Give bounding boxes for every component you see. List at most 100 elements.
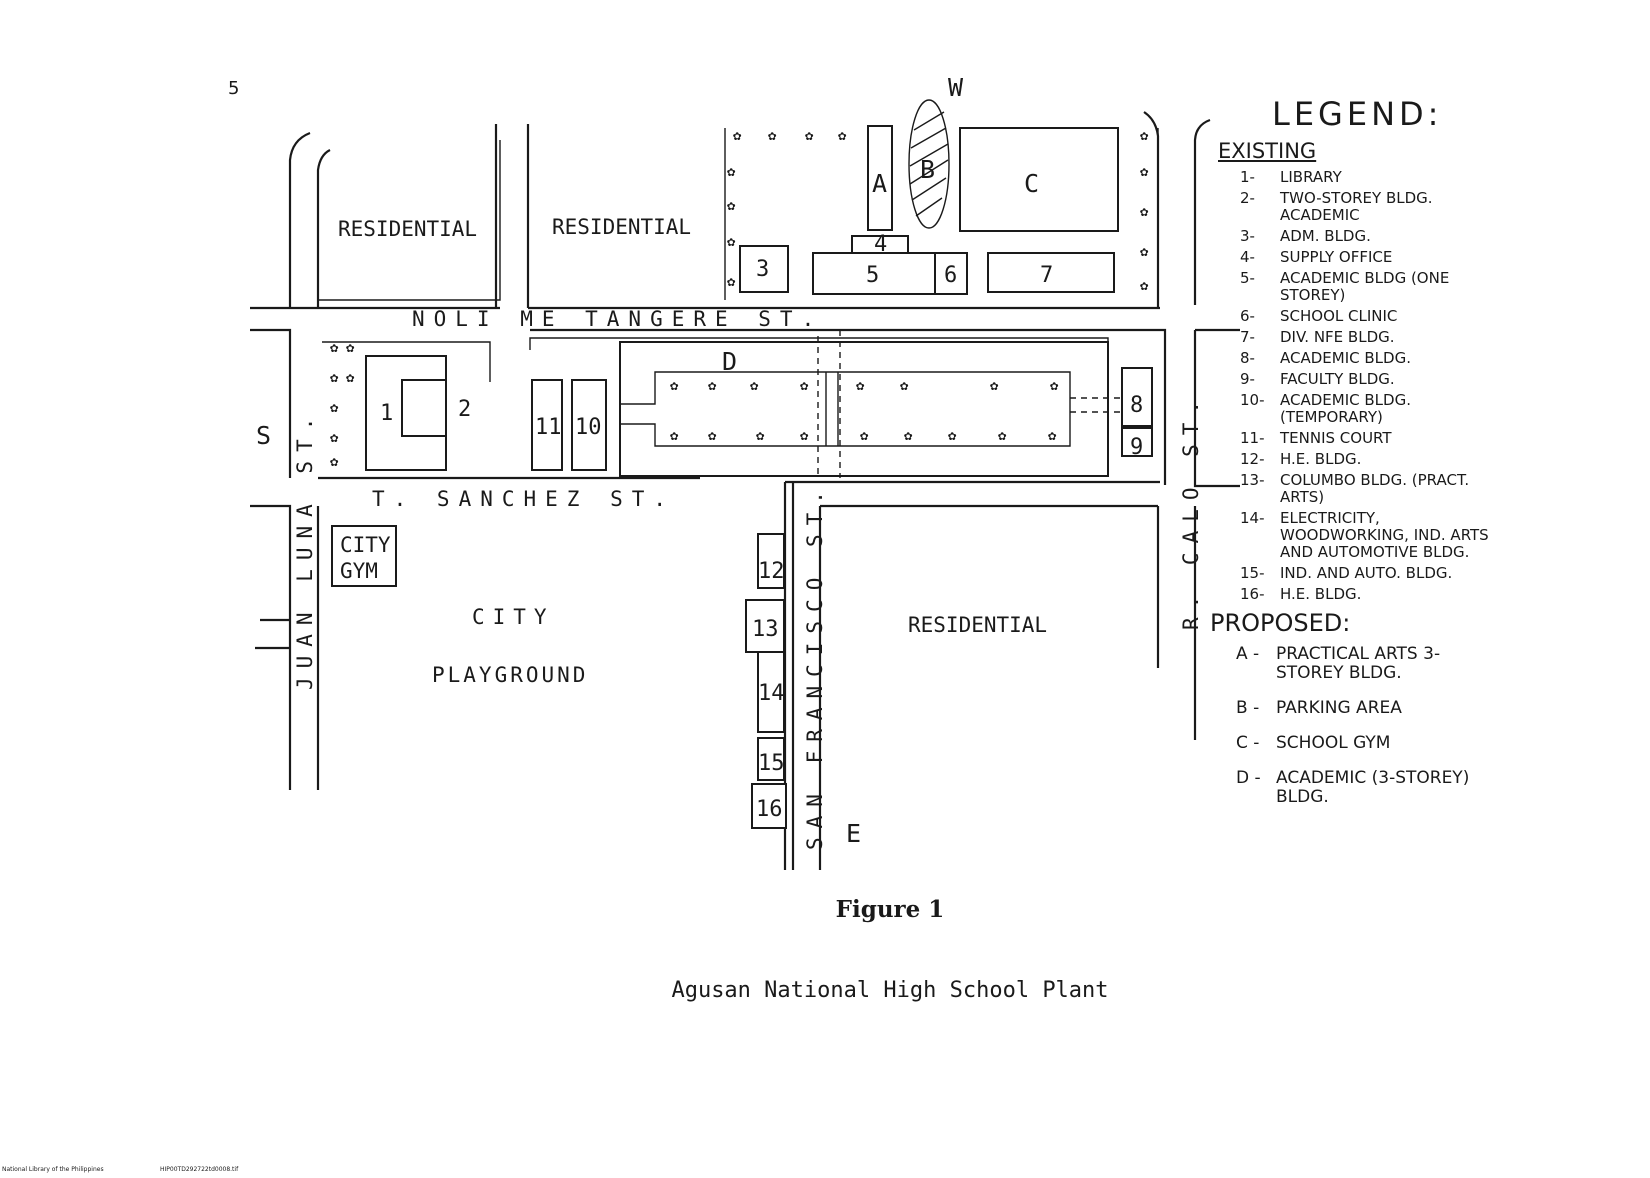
svg-text:✿: ✿	[330, 370, 339, 386]
legend-item-key: 8-	[1240, 349, 1255, 367]
zone-playground-line2: PLAYGROUND	[432, 663, 588, 687]
svg-text:✿: ✿	[727, 274, 736, 290]
svg-text:✿: ✿	[330, 454, 339, 470]
svg-text:✿: ✿	[1050, 378, 1059, 394]
tree-symbols: ✿✿ ✿✿ ✿✿ ✿✿ ✿✿ ✿✿ ✿ ✿✿ ✿✿ ✿✿ ✿ ✿✿ ✿✿ ✿✿ …	[330, 128, 1149, 470]
svg-text:✿: ✿	[330, 400, 339, 416]
legend-item: 3- ADM. BLDG.	[1240, 228, 1500, 245]
legend-item-key: 2-	[1240, 189, 1255, 207]
building-3-label: 3	[756, 257, 769, 282]
building-10-label: 10	[575, 415, 602, 440]
svg-text:✿: ✿	[756, 428, 765, 444]
svg-text:✿: ✿	[948, 428, 957, 444]
svg-text:✿: ✿	[750, 378, 759, 394]
legend-item-text: PARKING AREA	[1276, 698, 1402, 718]
street-t-sanchez: T. SANCHEZ ST.	[372, 487, 675, 511]
legend-item-key: 3-	[1240, 227, 1255, 245]
svg-text:✿: ✿	[990, 378, 999, 394]
legend-proposed-list: A -PRACTICAL ARTS 3-STOREY BLDG.B -PARKI…	[1210, 645, 1500, 807]
legend-item-text: TENNIS COURT	[1280, 429, 1392, 447]
legend-item-key: 10-	[1240, 391, 1265, 409]
legend-item-text: ACADEMIC BLDG.	[1280, 349, 1411, 367]
map-labels: W E S NOLI ME TANGERE ST. T. SANCHEZ ST.…	[256, 73, 1203, 850]
legend-item: A -PRACTICAL ARTS 3-STOREY BLDG.	[1236, 645, 1500, 683]
legend-item-key: 7-	[1240, 328, 1255, 346]
street-noli-me-tangere: NOLI ME TANGERE ST.	[412, 307, 823, 331]
legend-item-key: 16-	[1240, 585, 1265, 603]
svg-text:✿: ✿	[708, 378, 717, 394]
building-a-proposed	[867, 125, 893, 231]
building-13	[745, 599, 785, 653]
building-13-label: 13	[752, 617, 779, 642]
svg-text:✿: ✿	[670, 428, 679, 444]
svg-text:✿: ✿	[1140, 278, 1149, 294]
building-d-proposed	[619, 341, 1109, 477]
svg-text:✿: ✿	[1140, 204, 1149, 220]
legend-item: 6-SCHOOL CLINIC	[1240, 308, 1500, 325]
svg-text:✿: ✿	[860, 428, 869, 444]
building-2	[401, 379, 447, 437]
legend-item-key: C -	[1236, 733, 1260, 753]
svg-text:✿: ✿	[727, 164, 736, 180]
legend-item: 4-SUPPLY OFFICE	[1240, 249, 1500, 266]
legend-item-text: COLUMBO BLDG. (PRACT. ARTS)	[1280, 471, 1470, 506]
legend-proposed-heading: PROPOSED:	[1210, 609, 1351, 637]
legend-item-text: ADM. BLDG.	[1280, 227, 1371, 245]
street-r-calo: R. CALO ST.	[1179, 392, 1203, 630]
legend-item: 10-ACADEMIC BLDG. (TEMPORARY)	[1240, 392, 1500, 426]
svg-text:✿: ✿	[856, 378, 865, 394]
building-6	[934, 252, 968, 295]
building-d-label: D	[722, 347, 737, 376]
svg-text:✿: ✿	[330, 340, 339, 356]
svg-text:✿: ✿	[838, 128, 847, 144]
street-san-francisco: SAN FRANCISCO ST.	[803, 482, 827, 850]
footer-file-id: HIP00TD292722td0008.tif	[160, 1166, 239, 1173]
svg-text:✿: ✿	[1140, 164, 1149, 180]
legend-item: 15-IND. AND AUTO. BLDG.	[1240, 565, 1500, 582]
legend-item-text: ELECTRICITY, WOODWORKING, IND. ARTS AND …	[1280, 509, 1489, 561]
zone-residential-1: RESIDENTIAL	[338, 217, 477, 241]
page-number-mark: 5	[228, 78, 240, 99]
legend-item-key: 12-	[1240, 450, 1265, 468]
residential-blocks	[317, 140, 501, 301]
legend-item-text: FACULTY BLDG.	[1280, 370, 1395, 388]
svg-text:✿: ✿	[900, 378, 909, 394]
figure-subtitle: Agusan National High School Plant	[671, 978, 1109, 1003]
zone-city-gym-line2: GYM	[340, 559, 378, 583]
building-12-label: 12	[758, 559, 785, 584]
legend-item-text: DIV. NFE BLDG.	[1280, 328, 1395, 346]
zone-residential-3: RESIDENTIAL	[908, 613, 1047, 637]
svg-text:✿: ✿	[346, 370, 355, 386]
building-11-label: 11	[535, 415, 562, 440]
legend-item-key: 5-	[1240, 269, 1255, 287]
legend-item: 14-ELECTRICITY, WOODWORKING, IND. ARTS A…	[1240, 510, 1500, 561]
building-8	[1121, 367, 1153, 427]
svg-text:✿: ✿	[708, 428, 717, 444]
legend-item-text: H.E. BLDG.	[1280, 450, 1362, 468]
building-15	[757, 737, 785, 781]
legend-item-text: ACADEMIC BLDG (ONE STOREY)	[1280, 269, 1450, 304]
building-3	[739, 245, 789, 293]
legend-item-key: 11-	[1240, 429, 1265, 447]
legend-item-text: IND. AND AUTO. BLDG.	[1280, 564, 1453, 582]
legend-item: 16-H.E. BLDG.	[1240, 586, 1500, 603]
legend-item: 9- FACULTY BLDG.	[1240, 371, 1500, 388]
middle-compound	[322, 330, 1153, 478]
parking-b-label: B	[920, 155, 935, 184]
legend-item-key: 4-	[1240, 248, 1255, 266]
road-lines	[250, 111, 1240, 870]
building-5	[812, 252, 936, 295]
city-gym	[331, 525, 397, 587]
svg-text:✿: ✿	[768, 128, 777, 144]
zone-city-gym-line1: CITY	[340, 533, 391, 557]
legend-item-key: 9-	[1240, 370, 1255, 388]
svg-text:✿: ✿	[800, 378, 809, 394]
svg-text:✿: ✿	[346, 340, 355, 356]
building-1-label: 1	[380, 401, 393, 426]
building-11	[531, 379, 563, 471]
legend-existing-heading: EXISTING	[1218, 139, 1317, 163]
street-juan-luna: JUAN LUNA ST.	[293, 409, 317, 690]
